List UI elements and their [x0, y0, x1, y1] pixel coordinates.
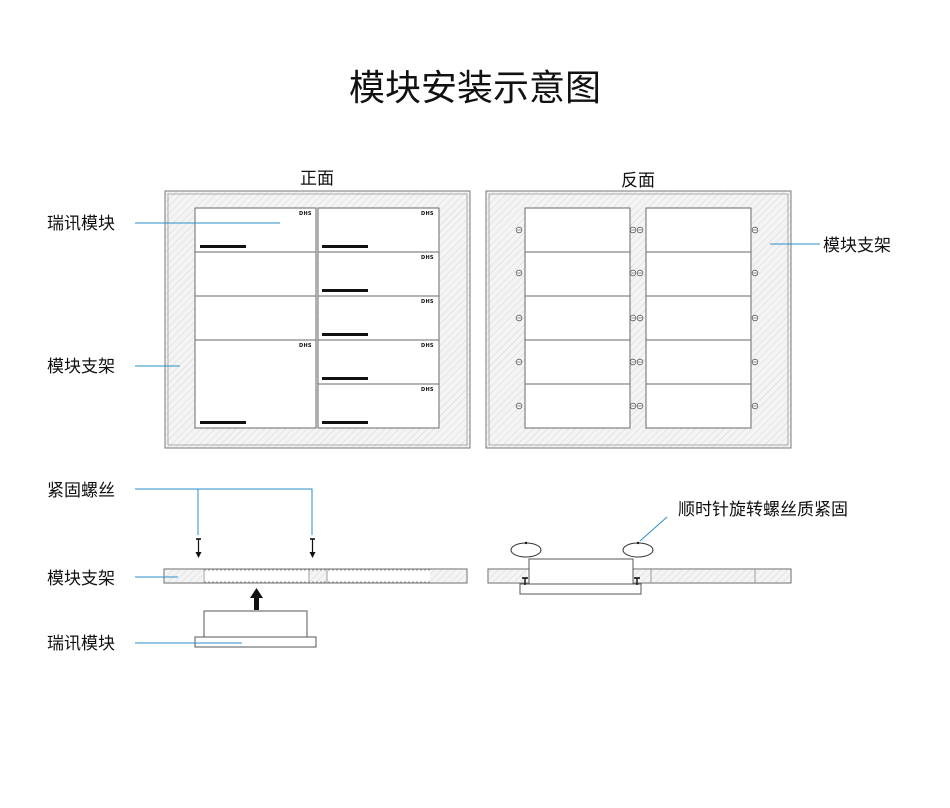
front-module	[317, 383, 440, 429]
back-screw-group	[515, 226, 759, 410]
screw-icon	[515, 402, 523, 410]
label-frame-right: 模块支架	[823, 236, 891, 256]
screw-icon	[629, 358, 637, 366]
back-frame-inner	[488, 193, 789, 446]
name-bar	[200, 245, 246, 248]
back-module	[524, 251, 631, 297]
page-title: 模块安装示意图	[349, 68, 601, 109]
screw-icon	[751, 314, 759, 322]
rail-hatch	[755, 570, 790, 582]
screw-icon	[751, 358, 759, 366]
module-logo: DHS	[421, 211, 434, 217]
module-logo: DHS	[421, 299, 434, 305]
module-base	[519, 583, 642, 595]
name-bar	[322, 377, 368, 380]
leader-rotate	[639, 516, 668, 542]
side-view-back: 顺时针旋转螺丝质紧固	[487, 500, 848, 595]
screw-icon	[636, 269, 644, 277]
back-module	[524, 339, 631, 385]
back-module	[645, 339, 752, 385]
screw-icon	[195, 538, 202, 558]
name-bar	[322, 245, 368, 248]
screw-icon	[636, 402, 644, 410]
front-module	[317, 251, 440, 297]
label-rail: 模块支架	[47, 569, 115, 589]
rail-hatch	[309, 570, 327, 582]
screw-icon	[629, 402, 637, 410]
screw-icon	[515, 358, 523, 366]
screw-icon	[309, 538, 316, 558]
label-module-top: 瑞讯模块	[47, 214, 115, 234]
back-module	[645, 207, 752, 253]
module-logo: DHS	[421, 387, 434, 393]
screw-icon	[751, 226, 759, 234]
rail-hatch	[633, 570, 651, 582]
screw-icon	[751, 402, 759, 410]
screw-icon	[751, 269, 759, 277]
module-logo: DHS	[299, 211, 312, 217]
front-module	[317, 339, 440, 385]
name-bar	[322, 289, 368, 292]
screw-icon	[629, 314, 637, 322]
label-rotate: 顺时针旋转螺丝质紧固	[678, 500, 848, 520]
screw-icon	[515, 226, 523, 234]
arrow-up-icon	[250, 588, 263, 610]
back-view	[485, 190, 792, 449]
back-heading: 反面	[621, 171, 655, 191]
screw-icon	[629, 269, 637, 277]
screw-icon	[636, 358, 644, 366]
rotate-icon	[510, 542, 542, 558]
rotate-icon	[622, 542, 654, 558]
front-frame-inner	[167, 193, 468, 446]
screw-icon	[629, 226, 637, 234]
module-logo: DHS	[421, 343, 434, 349]
front-module-large	[194, 339, 317, 429]
back-module	[524, 383, 631, 429]
module-logo: DHS	[299, 343, 312, 349]
screw-icon	[515, 314, 523, 322]
screw-icon	[634, 577, 640, 585]
module-base	[194, 636, 317, 648]
rail-hatch	[430, 570, 466, 582]
front-module	[194, 295, 317, 341]
leader-screw-right	[135, 488, 313, 535]
front-module	[317, 207, 440, 253]
back-module	[524, 207, 631, 253]
back-module	[645, 251, 752, 297]
screw-icon	[636, 226, 644, 234]
rail-hatch	[489, 570, 527, 582]
side-view-front: 紧固螺丝 模块支架	[47, 481, 468, 654]
rail-hatch	[165, 570, 203, 582]
name-bar	[322, 421, 368, 424]
name-bar	[200, 421, 246, 424]
module-logo: DHS	[421, 255, 434, 261]
front-module	[194, 251, 317, 297]
screw-icon	[636, 314, 644, 322]
label-screw: 紧固螺丝	[47, 481, 115, 501]
screw-icon	[515, 269, 523, 277]
front-heading: 正面	[300, 169, 334, 189]
rail-hatch	[651, 570, 755, 582]
module-block	[528, 558, 634, 585]
module-block	[203, 610, 308, 638]
label-frame-left: 模块支架	[47, 357, 115, 377]
front-module	[194, 207, 317, 253]
back-module	[645, 383, 752, 429]
label-module-bottom: 瑞讯模块	[47, 634, 115, 654]
screw-icon	[522, 577, 528, 585]
name-bar	[322, 333, 368, 336]
back-module	[645, 295, 752, 341]
front-view: DHS DHS DHS DHS DHS DHS DHS	[164, 190, 471, 449]
back-module	[524, 295, 631, 341]
